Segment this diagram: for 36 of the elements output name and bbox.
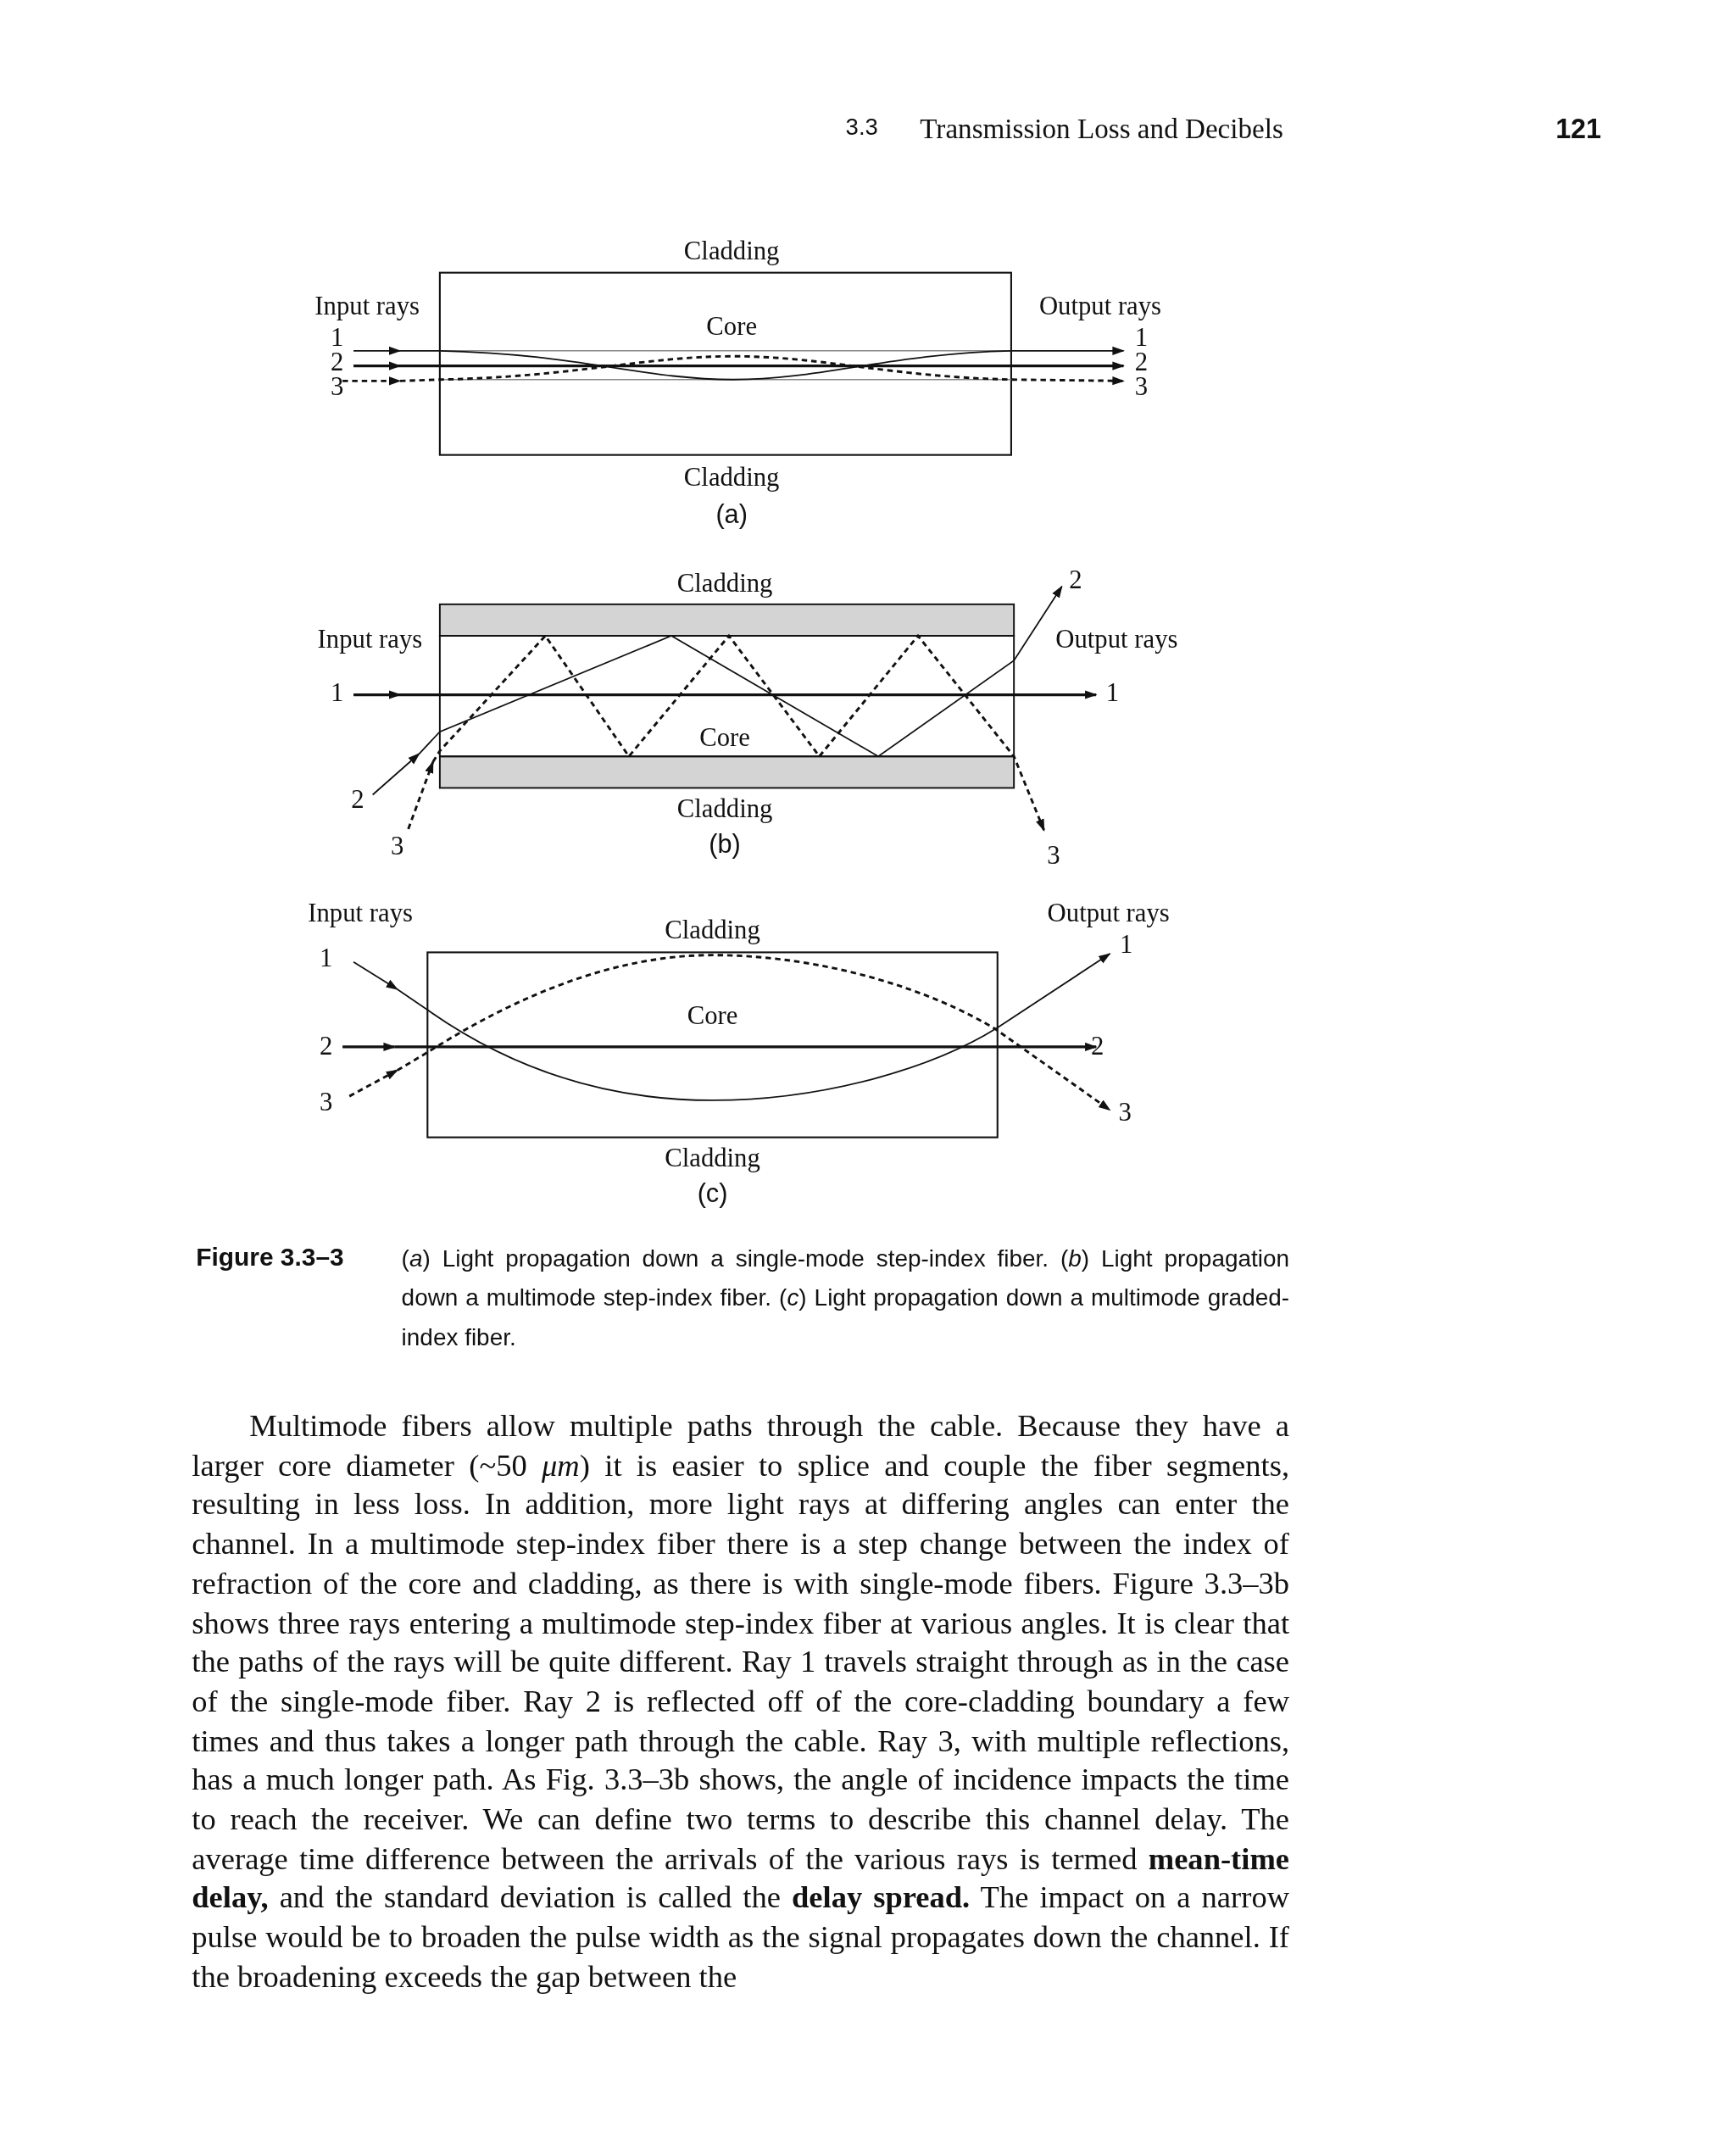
- cladding-label: Cladding: [665, 916, 760, 945]
- panel-label: (a): [715, 500, 748, 530]
- body-paragraph: Multimode fibers allow multiple paths through the cable. Because they have a larger core diameter (~50 μm) it is easier to splice and couple the fiber segments, resulting in less loss. In addition, more light rays at differing angles can enter the channel. In a multimode step-index fiber there is a step change between the index of refraction of the core and cladding, as there is with single-mode fibers. Figure 3.3–3b shows three rays entering a multimode step-index fiber at various angles. It is clear that the paths of the rays will be quite different. Ray 1 travels straight through as in the case of the single-mode fiber. Ray 2 is reflected off of the core-cladding boundary a few times and thus takes a longer path through the cable. Ray 3, with multiple reflections, has a much longer path. As Fig. 3.3–3b shows, the angle of incidence impacts the time to reach the receiver. We can define two terms to describe this channel delay. The average time difference between the arrivals of the various rays is termed mean-time delay, and the standard deviation is called the delay spread. The impact on a narrow pulse would be to broaden the pulse width as the signal propagates down the channel. If the broadening exceeds the gap between the: [192, 1407, 1290, 1996]
- ray-number: 1: [1105, 679, 1120, 708]
- panel-label: (c): [697, 1180, 728, 1210]
- figure-number: Figure 3.3–3: [196, 1244, 344, 1272]
- ray-number: 3: [1118, 1098, 1132, 1127]
- output-rays-label: Output rays: [1038, 292, 1162, 321]
- input-rays-label: Input rays: [314, 292, 420, 321]
- ray-number: 1: [330, 679, 344, 708]
- output-rays-label: Output rays: [1055, 626, 1178, 654]
- panel-label: (b): [709, 831, 741, 860]
- ray-number: 1: [1120, 931, 1133, 960]
- output-rays-label: Output rays: [1047, 899, 1170, 929]
- core-label: Core: [687, 1002, 738, 1032]
- cladding-label: Cladding: [676, 569, 773, 598]
- page-number: 121: [1555, 114, 1602, 144]
- ray-number: 2: [320, 1033, 333, 1061]
- ray-number: 3: [1047, 842, 1060, 871]
- ray-number: 1: [320, 944, 333, 974]
- ray-number: 2: [351, 786, 364, 815]
- input-rays-label: Input rays: [308, 899, 413, 929]
- ray-number: 3: [391, 832, 404, 861]
- section-number: 3.3: [845, 115, 878, 142]
- running-head: Transmission Loss and Decibels: [920, 113, 1283, 145]
- core-label: Core: [699, 724, 750, 754]
- figure-caption: (a) Light propagation down a single-mode step-index fiber. (b) Light propagation down a multimode step-index fiber. (c) Light propagation down a multimode graded-index fiber.: [401, 1243, 1290, 1353]
- ray-number: 3: [320, 1088, 333, 1118]
- cladding-label: Cladding: [676, 795, 773, 825]
- cladding-label: Cladding: [683, 237, 780, 267]
- ray-number: 2: [1091, 1033, 1104, 1061]
- cladding-label: Cladding: [665, 1144, 760, 1174]
- cladding-label: Cladding: [683, 464, 780, 493]
- core-label: Core: [706, 313, 757, 342]
- input-rays-label: Input rays: [317, 626, 423, 654]
- ray-number: 2: [1069, 566, 1082, 596]
